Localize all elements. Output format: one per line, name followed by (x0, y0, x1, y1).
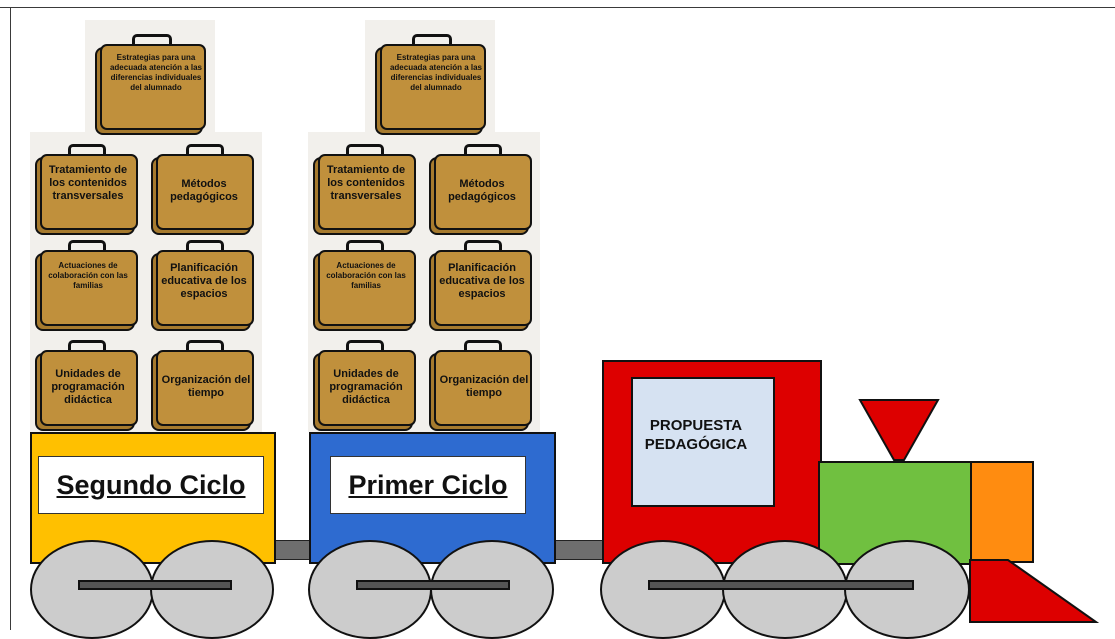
locomotive-chimney (858, 399, 940, 461)
suitcase-label: Organización del tiempo (439, 374, 529, 399)
suitcase-unidades: Unidades de programación didáctica (34, 340, 138, 426)
suitcase-actuaciones: Actuaciones de colaboración con las fami… (34, 240, 138, 326)
suitcase-tratamiento: Tratamiento de los contenidos transversa… (312, 144, 416, 230)
suitcase-label: Tratamiento de los contenidos transversa… (326, 164, 406, 202)
wheel-axle (78, 580, 232, 590)
suitcase-label: Unidades de programación didáctica (329, 368, 403, 406)
suitcase-label: Planificación educativa de los espacios (439, 262, 525, 300)
locomotive-front (970, 461, 1034, 563)
suitcase-label: Tratamiento de los contenidos transversa… (48, 164, 128, 202)
suitcase-metodos: Métodos pedagógicos (150, 144, 254, 230)
locomotive-window (631, 377, 775, 507)
wagon-label-primer-ciclo: Primer Ciclo (330, 456, 526, 514)
wagon-label-segundo-ciclo: Segundo Ciclo (38, 456, 264, 514)
suitcase-label: Métodos pedagógicos (448, 178, 516, 203)
suitcase-label: Estrategias para una adecuada atención a… (109, 53, 203, 92)
suitcase-estrategias: Estrategias para una adecuada atención a… (374, 34, 486, 130)
suitcase-label: Planificación educativa de los espacios (161, 262, 247, 300)
suitcase-label: Organización del tiempo (161, 374, 251, 399)
top-border (0, 7, 1115, 8)
wheel-axle (648, 580, 914, 590)
locomotive-cowcatcher (969, 559, 1100, 623)
suitcase-unidades: Unidades de programación didáctica (312, 340, 416, 426)
suitcase-organizacion: Organización del tiempo (150, 340, 254, 426)
suitcase-label: Actuaciones de colaboración con las fami… (48, 261, 128, 290)
wheel-axle (356, 580, 510, 590)
suitcase-actuaciones: Actuaciones de colaboración con las fami… (312, 240, 416, 326)
suitcase-planificacion: Planificación educativa de los espacios (428, 240, 532, 326)
suitcase-label: Actuaciones de colaboración con las fami… (326, 261, 406, 290)
suitcase-label: Estrategias para una adecuada atención a… (389, 53, 483, 92)
suitcase-label: Unidades de programación didáctica (51, 368, 125, 406)
left-border (10, 7, 11, 630)
suitcase-planificacion: Planificación educativa de los espacios (150, 240, 254, 326)
suitcase-label: Métodos pedagógicos (170, 178, 238, 203)
locomotive-window-text: PROPUESTA PEDAGÓGICA (644, 417, 748, 453)
wagon-coupling (272, 540, 314, 560)
suitcase-tratamiento: Tratamiento de los contenidos transversa… (34, 144, 138, 230)
suitcase-metodos: Métodos pedagógicos (428, 144, 532, 230)
suitcase-estrategias: Estrategias para una adecuada atención a… (94, 34, 206, 130)
suitcase-organizacion: Organización del tiempo (428, 340, 532, 426)
wagon-coupling (552, 540, 606, 560)
